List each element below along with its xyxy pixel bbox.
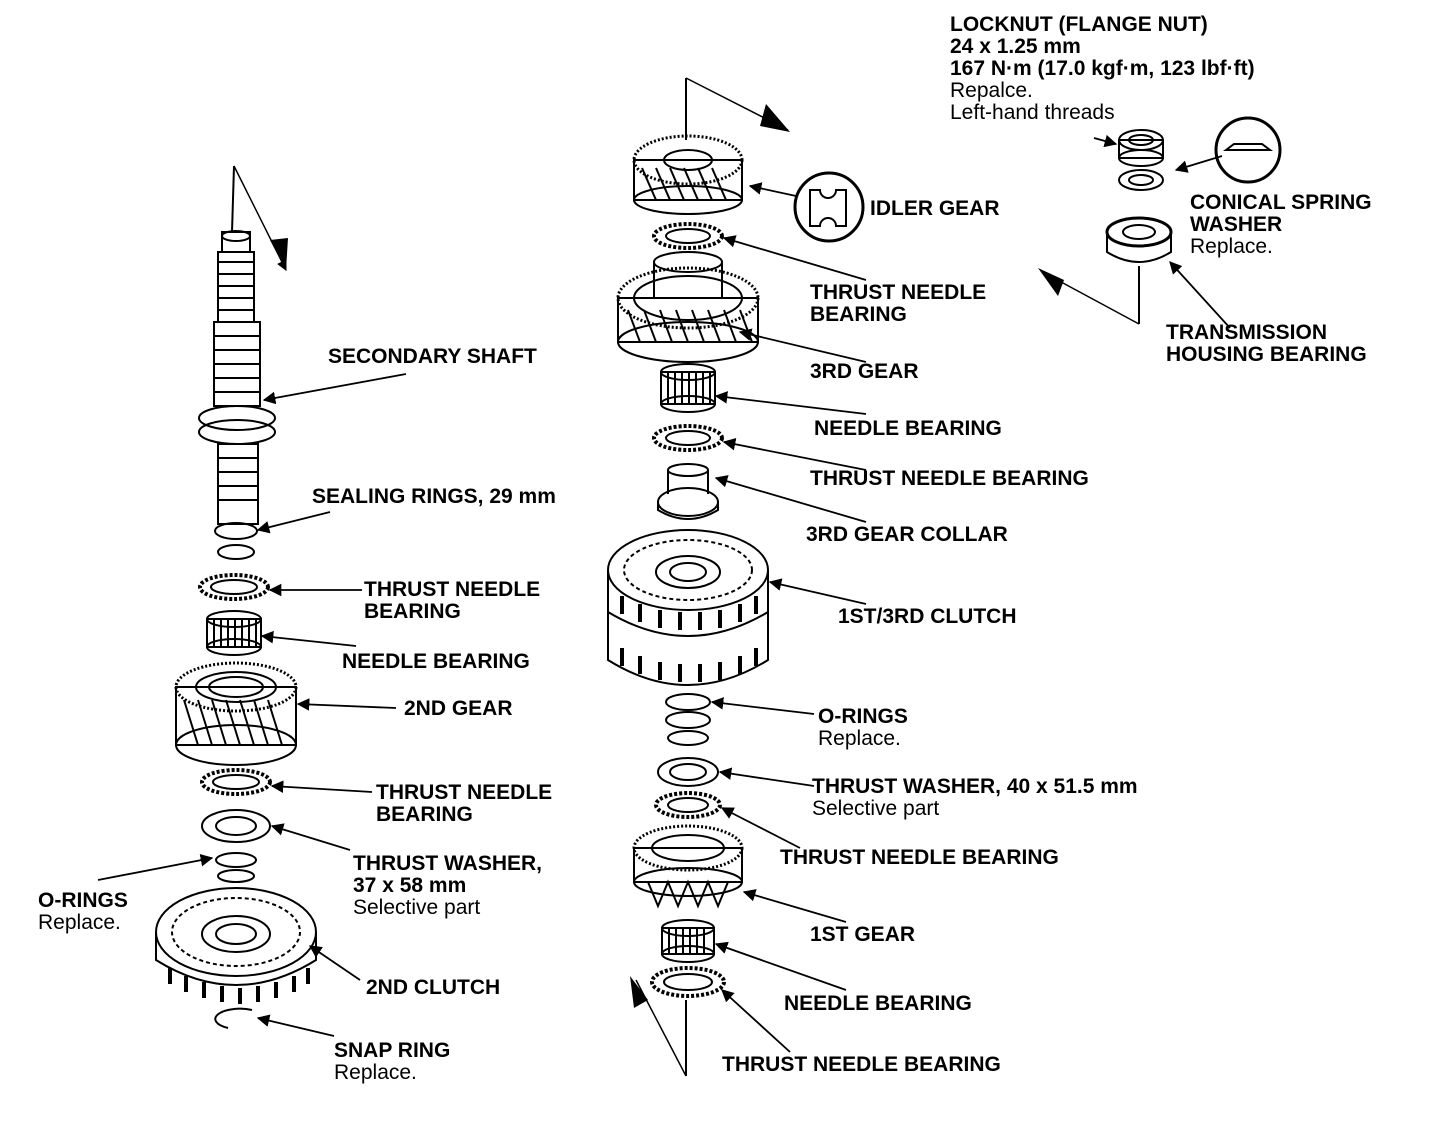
secondary-shaft-part xyxy=(198,230,276,525)
thrust-needle-bearing-idler-line2: BEARING xyxy=(810,303,907,326)
thrust-needle-bearing-third-text: THRUST NEEDLE BEARING xyxy=(810,467,1089,490)
clutch-1st-3rd-part xyxy=(607,529,769,686)
thrust-needle-bearing-left-top-part xyxy=(198,573,270,601)
thrust-needle-bearing-left-top-line1: THRUST NEEDLE xyxy=(364,578,541,601)
housing-bearing-label: TRANSMISSION HOUSING BEARING xyxy=(1166,322,1367,366)
first-gear-label: 1ST GEAR xyxy=(810,924,915,946)
conical-washer-note: Replace. xyxy=(1190,235,1273,258)
sealing-rings-label: SEALING RINGS, 29 mm xyxy=(312,486,556,508)
thrust-washer-right-part xyxy=(657,757,719,787)
o-rings-right-note: Replace. xyxy=(818,727,901,750)
thrust-washer-left-label: THRUST WASHER, 37 x 58 mm Selective part xyxy=(353,853,542,919)
second-gear-label: 2ND GEAR xyxy=(404,698,513,720)
thrust-washer-left-part xyxy=(201,809,271,843)
needle-bearing-third-label: NEEDLE BEARING xyxy=(814,418,1002,440)
idler-gear-label: IDLER GEAR xyxy=(870,198,1000,220)
thrust-needle-bearing-left-mid-label: THRUST NEEDLE BEARING xyxy=(376,782,552,826)
first-gear-text: 1ST GEAR xyxy=(810,923,916,946)
snap-ring-note: Replace. xyxy=(334,1061,417,1084)
second-clutch-label: 2ND CLUTCH xyxy=(366,977,500,999)
idler-detail-circle xyxy=(793,171,865,243)
locknut-note-replace: Repalce. xyxy=(950,79,1033,102)
needle-bearing-left-text: NEEDLE BEARING xyxy=(342,650,530,673)
third-gear-collar-label: 3RD GEAR COLLAR xyxy=(806,524,1008,546)
locknut-torque: 167 N·m (17.0 kgf·m, 123 lbf·ft) xyxy=(950,57,1255,80)
sealing-rings-part xyxy=(214,522,258,560)
snap-ring-label: SNAP RING Replace. xyxy=(334,1040,450,1084)
needle-bearing-left-label: NEEDLE BEARING xyxy=(342,651,530,673)
snap-ring-part xyxy=(214,1007,253,1029)
locknut-title: LOCKNUT (FLANGE NUT) xyxy=(950,13,1208,36)
housing-bearing-line2: HOUSING BEARING xyxy=(1166,343,1367,366)
transmission-housing-bearing-part xyxy=(1105,216,1173,263)
needle-bearing-1st-part xyxy=(661,919,715,963)
thrust-needle-bearing-1st-part xyxy=(654,791,722,819)
housing-bearing-line1: TRANSMISSION xyxy=(1166,321,1328,344)
thrust-needle-bearing-third-label: THRUST NEEDLE BEARING xyxy=(810,468,1089,490)
third-gear-collar-part xyxy=(657,463,719,520)
thrust-needle-bearing-1st-text: THRUST NEEDLE BEARING xyxy=(780,846,1059,869)
third-gear-text: 3RD GEAR xyxy=(810,360,919,383)
conical-washer-detail-circle xyxy=(1214,116,1282,184)
idler-gear-text: IDLER GEAR xyxy=(870,197,1000,220)
thrust-needle-bearing-bottom-label: THRUST NEEDLE BEARING xyxy=(722,1054,1001,1076)
o-rings-left-note: Replace. xyxy=(38,911,121,934)
thrust-washer-left-line1: THRUST WASHER, xyxy=(353,852,542,875)
o-rings-right-part xyxy=(665,693,711,746)
second-gear-part xyxy=(174,661,298,766)
thrust-needle-bearing-bottom-text: THRUST NEEDLE BEARING xyxy=(722,1053,1001,1076)
o-rings-left-title: O-RINGS xyxy=(38,889,128,912)
conical-washer-line1: CONICAL SPRING xyxy=(1190,191,1372,214)
thrust-needle-bearing-left-top-label: THRUST NEEDLE BEARING xyxy=(364,579,540,623)
thrust-needle-bearing-idler-label: THRUST NEEDLE BEARING xyxy=(810,282,986,326)
thrust-needle-bearing-left-mid-line2: BEARING xyxy=(376,803,473,826)
clutch-1st-3rd-label: 1ST/3RD CLUTCH xyxy=(838,606,1017,628)
thrust-washer-right-title: THRUST WASHER, 40 x 51.5 mm xyxy=(812,775,1138,798)
clutch-1st-3rd-text: 1ST/3RD CLUTCH xyxy=(838,605,1017,628)
second-clutch-text: 2ND CLUTCH xyxy=(366,976,501,999)
first-gear-part xyxy=(632,824,744,909)
locknut-size: 24 x 1.25 mm xyxy=(950,35,1081,58)
o-rings-right-title: O-RINGS xyxy=(818,705,908,728)
o-rings-left-part xyxy=(215,852,257,883)
thrust-needle-bearing-left-mid-line1: THRUST NEEDLE xyxy=(376,781,553,804)
thrust-needle-bearing-1st-label: THRUST NEEDLE BEARING xyxy=(780,847,1059,869)
snap-ring-title: SNAP RING xyxy=(334,1039,451,1062)
o-rings-right-label: O-RINGS Replace. xyxy=(818,706,908,750)
conical-washer-line2: WASHER xyxy=(1190,213,1283,236)
third-gear-part xyxy=(616,251,760,363)
conical-spring-washer-part xyxy=(1118,169,1164,191)
sealing-rings-text: SEALING RINGS, 29 mm xyxy=(312,485,556,508)
second-gear-text: 2ND GEAR xyxy=(404,697,513,720)
thrust-needle-bearing-idler-line1: THRUST NEEDLE xyxy=(810,281,987,304)
thrust-needle-bearing-idler-part xyxy=(652,222,724,250)
third-gear-label: 3RD GEAR xyxy=(810,361,919,383)
needle-bearing-1st-text: NEEDLE BEARING xyxy=(784,992,972,1015)
thrust-needle-bearing-third-part xyxy=(652,424,724,452)
thrust-needle-bearing-left-top-line2: BEARING xyxy=(364,600,461,623)
secondary-shaft-text: SECONDARY SHAFT xyxy=(328,345,537,368)
thrust-needle-bearing-left-mid-part xyxy=(200,768,272,796)
needle-bearing-1st-label: NEEDLE BEARING xyxy=(784,993,972,1015)
thrust-washer-right-note: Selective part xyxy=(812,797,940,820)
secondary-shaft-label: SECONDARY SHAFT xyxy=(328,346,537,368)
conical-washer-label: CONICAL SPRING WASHER Replace. xyxy=(1190,192,1372,258)
thrust-needle-bearing-bottom-part xyxy=(650,966,726,998)
thrust-washer-left-note: Selective part xyxy=(353,896,481,919)
needle-bearing-left-part xyxy=(206,610,262,656)
leader-arrows xyxy=(97,134,1231,1053)
thrust-washer-right-label: THRUST WASHER, 40 x 51.5 mm Selective pa… xyxy=(812,776,1138,820)
needle-bearing-third-part xyxy=(660,363,716,413)
third-gear-collar-text: 3RD GEAR COLLAR xyxy=(806,523,1008,546)
needle-bearing-third-text: NEEDLE BEARING xyxy=(814,417,1002,440)
locknut-note-threads: Left-hand threads xyxy=(950,101,1115,124)
idler-gear-part xyxy=(632,134,744,215)
o-rings-left-label: O-RINGS Replace. xyxy=(38,890,128,934)
locknut-part xyxy=(1118,129,1164,167)
thrust-washer-left-line2: 37 x 58 mm xyxy=(353,874,467,897)
locknut-label: LOCKNUT (FLANGE NUT) 24 x 1.25 mm 167 N·… xyxy=(950,14,1255,124)
second-clutch-part xyxy=(155,887,317,1004)
